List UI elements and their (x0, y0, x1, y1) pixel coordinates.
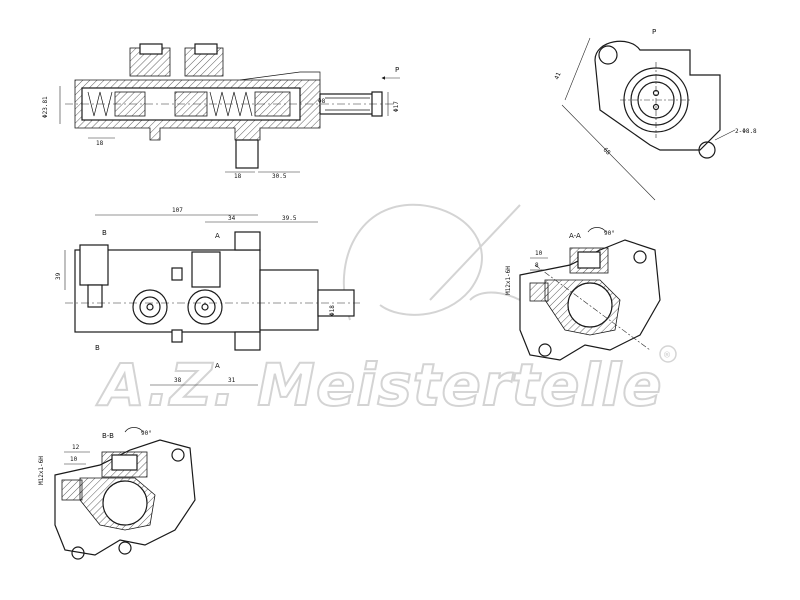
section-bb-title: B-B (102, 432, 114, 440)
section-bb-outline (54, 439, 196, 556)
section-view: P Φ23.81 Φ17 18 18 30.5 Φ8 (42, 43, 400, 180)
dim-18b: 18 (234, 173, 242, 180)
section-aa-view: A-A 90° M12x1-6H 10 8 (505, 227, 661, 361)
end-view: P 41 68 2-Φ8.8 (553, 28, 757, 201)
dim-18a: 18 (96, 140, 104, 147)
registered-mark-icon (659, 345, 677, 363)
section-bb-angle: 90° (141, 430, 152, 437)
reservoir-port-right (191, 251, 221, 288)
section-bb-dim-10: 10 (70, 456, 78, 463)
mount-hole-bottom (698, 141, 716, 159)
section-bb-view: B-B 90° M12x1-6H 12 10 (38, 427, 196, 560)
front-dim-39-5: 39.5 (282, 215, 297, 222)
registered-mark: ® (664, 350, 671, 361)
flange-lower (235, 139, 259, 169)
internal-diameter-label: Φ8 (318, 98, 326, 105)
outlet-port-1 (132, 289, 168, 325)
end-force-label: P (652, 28, 656, 36)
flange-front (259, 269, 319, 331)
reservoir-port-left (79, 244, 109, 286)
section-b-bottom: B (95, 344, 100, 352)
front-view: 107 34 39.5 39 38 31 B B A A Φ18 (55, 207, 360, 386)
end-dim-68: 68 (602, 146, 612, 156)
section-a-top: A (215, 232, 220, 240)
rod-diameter-label: Φ17 (393, 101, 400, 112)
outlet-port-2 (187, 289, 223, 325)
force-label: P (395, 66, 399, 74)
mount-hole-top (598, 45, 618, 65)
section-aa-dim-8: 8 (535, 262, 539, 269)
dim-30-5: 30.5 (272, 173, 287, 180)
front-dim-34: 34 (228, 215, 236, 222)
section-aa-bore (567, 282, 613, 328)
holes-label: 2-Φ8.8 (735, 128, 757, 135)
front-dim-39: 39 (55, 272, 62, 280)
bore-diameter-label: Φ23.81 (42, 96, 49, 118)
front-dim-31: 31 (228, 377, 236, 384)
section-aa-dim-10: 10 (535, 250, 543, 257)
outlet-diameter-label: Φ18 (329, 305, 336, 316)
section-aa-angle: 90° (604, 230, 615, 237)
section-aa-title: A-A (569, 232, 581, 240)
section-bb-thread: M12x1-6H (38, 456, 45, 485)
end-view-outline (594, 40, 721, 151)
section-a-bottom: A (215, 362, 220, 370)
front-dim-107: 107 (172, 207, 183, 214)
section-bb-dim-12: 12 (72, 444, 80, 451)
section-bb-bore (102, 480, 148, 526)
end-dim-41: 41 (553, 71, 562, 81)
spring-1 (87, 91, 113, 117)
section-b-top: B (102, 229, 107, 237)
front-dim-38: 38 (174, 377, 182, 384)
section-aa-thread: M12x1-6H (505, 266, 512, 295)
